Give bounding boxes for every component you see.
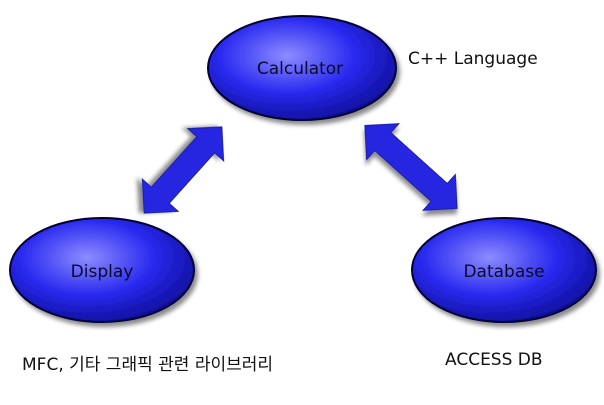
arrow-right-double	[364, 123, 458, 211]
database-note: ACCESS DB	[445, 350, 543, 370]
calculator-note: C++ Language	[408, 49, 538, 69]
database-node	[411, 217, 597, 323]
calculator-node	[207, 15, 397, 121]
display-note: MFC, 기타 그래픽 관련 라이브러리	[22, 355, 274, 375]
display-label: Display	[70, 262, 134, 282]
calculator-label: Calculator	[256, 59, 344, 79]
display-node	[9, 217, 195, 323]
arrow-left-double	[141, 126, 225, 214]
database-label: Database	[463, 262, 545, 282]
